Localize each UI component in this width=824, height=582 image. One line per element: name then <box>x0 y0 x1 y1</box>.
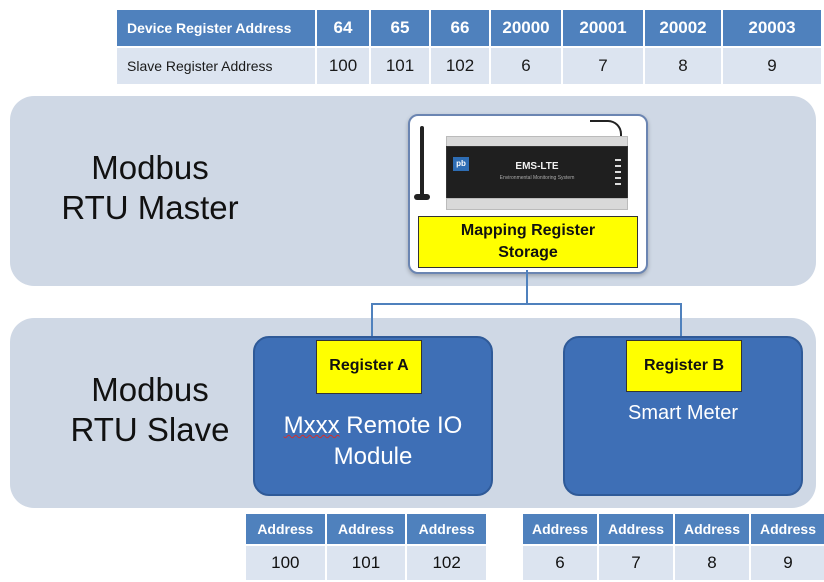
mapping-register-storage: Mapping Register Storage <box>418 216 638 268</box>
remote-io-module: Mxxx Remote IO Module <box>253 336 493 496</box>
address-header: Address <box>246 514 325 544</box>
slave-title-line2: RTU Slave <box>70 410 230 448</box>
cable-icon <box>590 120 622 140</box>
device-register-row: Device Register Address 64 65 66 20000 2… <box>117 10 821 46</box>
slave-register-row: Slave Register Address 100 101 102 6 7 8… <box>117 48 821 84</box>
address-value: 100 <box>246 546 325 580</box>
address-header: Address <box>326 514 406 544</box>
slave-register-cell: 100 <box>317 48 369 84</box>
device-body: pb EMS-LTE Environmental Monitoring Syst… <box>446 146 628 200</box>
remote-io-module-label: Mxxx Remote IO Module <box>255 410 491 472</box>
smart-meter-label: Smart Meter <box>627 402 739 424</box>
device-logo: pb <box>453 157 469 171</box>
address-table-a: Address Address Address 100 101 102 <box>244 512 488 582</box>
slave-register-cell: 101 <box>371 48 429 84</box>
address-header: Address <box>523 514 597 544</box>
slave-title-line1: Modbus <box>91 371 209 408</box>
device-subtitle: Environmental Monitoring System <box>499 175 575 181</box>
address-value: 9 <box>751 546 824 580</box>
device-register-cell: 66 <box>431 10 489 46</box>
device-name: EMS-LTE <box>515 161 559 172</box>
address-value: 7 <box>599 546 673 580</box>
connector-vertical-master <box>526 270 528 304</box>
address-header: Address <box>751 514 824 544</box>
slave-register-label: Slave Register Address <box>117 48 315 84</box>
device-register-label: Device Register Address <box>117 10 315 46</box>
device-register-cell: 64 <box>317 10 369 46</box>
device-register-cell: 65 <box>371 10 429 46</box>
device-terminal-strip-bottom <box>446 198 628 210</box>
module-model-rest: Remote IO <box>339 412 463 439</box>
register-a-tag: Register A <box>316 340 422 394</box>
address-header: Address <box>407 514 486 544</box>
address-header-row: Address Address Address <box>246 514 486 544</box>
slave-title: Modbus RTU Slave <box>40 370 260 449</box>
connector-vertical-a <box>371 303 373 340</box>
module-line2: Module <box>333 443 413 471</box>
address-header: Address <box>599 514 673 544</box>
master-title-line2: RTU Master <box>61 188 239 226</box>
slave-register-cell: 9 <box>723 48 821 84</box>
module-model-word: Mxxx <box>283 412 340 439</box>
slave-register-cell: 6 <box>491 48 561 84</box>
address-value: 101 <box>326 546 406 580</box>
master-title-line1: Modbus <box>91 149 209 186</box>
register-mapping-table: Device Register Address 64 65 66 20000 2… <box>115 8 823 86</box>
master-title: Modbus RTU Master <box>40 148 260 227</box>
address-value: 102 <box>407 546 486 580</box>
address-header: Address <box>675 514 749 544</box>
device-register-cell: 20002 <box>645 10 721 46</box>
address-value: 6 <box>523 546 597 580</box>
status-leds-icon <box>615 159 621 187</box>
device-register-cell: 20001 <box>563 10 643 46</box>
mapping-line2: Storage <box>498 244 558 261</box>
register-b-tag: Register B <box>626 340 742 392</box>
device-register-cell: 20000 <box>491 10 561 46</box>
mapping-line1: Mapping Register <box>460 222 596 240</box>
address-value: 8 <box>675 546 749 580</box>
slave-register-cell: 7 <box>563 48 643 84</box>
antenna-base <box>414 194 430 200</box>
slave-register-cell: 102 <box>431 48 489 84</box>
address-value-row: 6 7 8 9 <box>523 546 824 580</box>
connector-horizontal <box>371 303 682 305</box>
slave-register-cell: 8 <box>645 48 721 84</box>
connector-vertical-b <box>680 303 682 340</box>
address-header-row: Address Address Address Address <box>523 514 824 544</box>
address-value-row: 100 101 102 <box>246 546 486 580</box>
device-register-cell: 20003 <box>723 10 821 46</box>
antenna-icon <box>420 126 424 196</box>
address-table-b: Address Address Address Address 6 7 8 9 <box>521 512 824 582</box>
